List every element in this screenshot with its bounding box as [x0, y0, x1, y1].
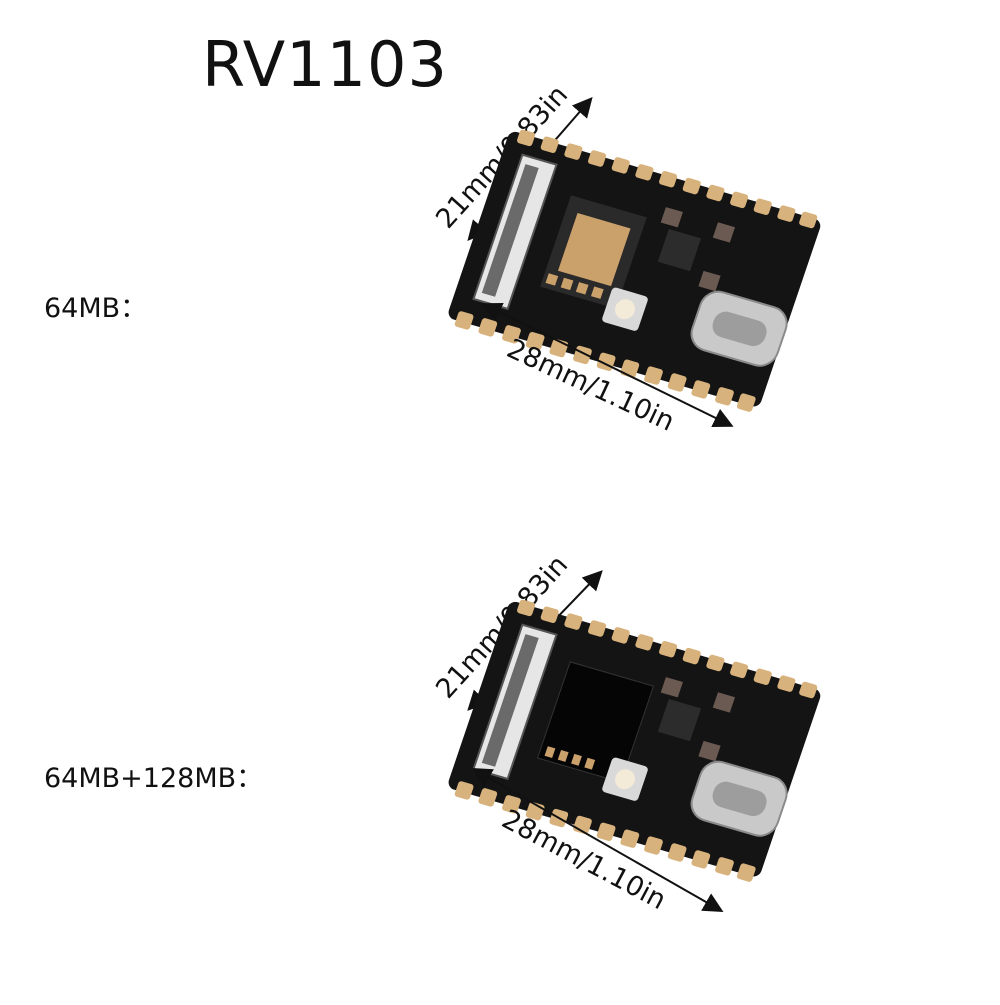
- camera-connector: [472, 623, 558, 781]
- variant-label-64mb-128mb: 64MB+128MB：: [44, 763, 264, 794]
- soc-chip: [657, 699, 702, 742]
- board-figure-64mb: 21mm/0.83in: [400, 55, 880, 535]
- component-2: [712, 692, 736, 713]
- page-title: RV1103: [202, 28, 448, 101]
- component-3: [698, 740, 721, 762]
- component-1: [660, 677, 683, 698]
- soc-chip: [657, 229, 702, 272]
- component-2: [712, 222, 736, 243]
- component-1: [660, 207, 683, 228]
- board-figure-64mb-128mb: 21mm/0.83in: [400, 525, 880, 1005]
- variant-label-64mb: 64MB：: [44, 293, 148, 324]
- board-illustration-64mb-128mb: 21mm/0.83in: [430, 550, 821, 916]
- length-dimension-arrow: [481, 303, 734, 427]
- length-dimension-arrow: [471, 768, 724, 912]
- pin-pads-top: [517, 599, 818, 699]
- pcb-board: [448, 129, 821, 412]
- pcb-board: [448, 599, 821, 882]
- memory-module: [540, 195, 647, 309]
- board-illustration-64mb: 21mm/0.83in: [430, 80, 821, 438]
- component-3: [698, 270, 721, 292]
- flash-chip: [536, 661, 655, 783]
- pin-pads-top: [517, 129, 818, 229]
